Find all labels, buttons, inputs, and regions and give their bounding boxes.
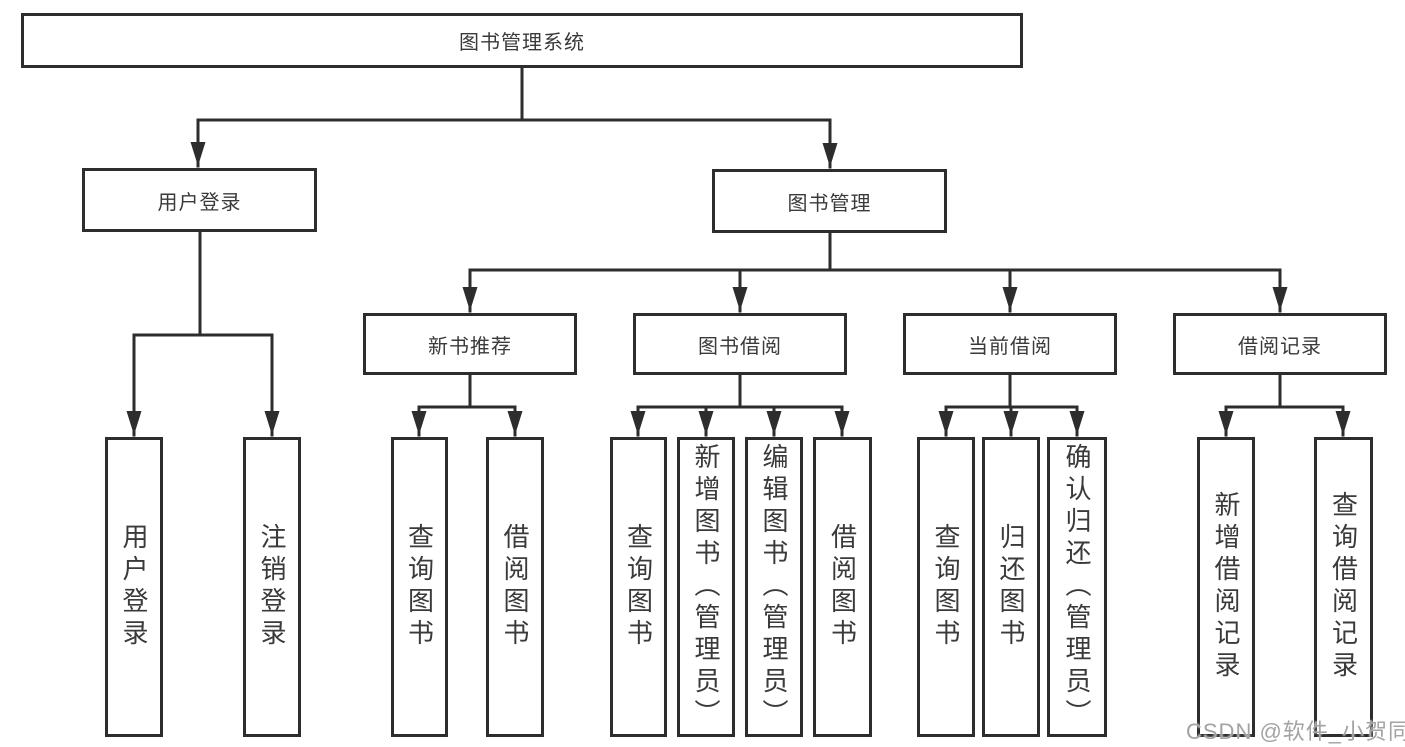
node-edit-books-admin: 编辑图书（管理员） [745,437,803,737]
node-label: 查询图书 [404,523,435,651]
node-label: 新增图书（管理员） [691,443,721,731]
node-query-borrow-record: 查询借阅记录 [1314,437,1373,737]
node-current-query-books: 查询图书 [917,437,975,737]
node-borrow-books-leaf: 借阅图书 [813,437,872,737]
node-borrow-query-books: 查询图书 [610,437,667,737]
node-current-borrow: 当前借阅 [903,313,1117,375]
node-add-books-admin: 新增图书（管理员） [677,437,735,737]
node-library-system: 图书管理系统 [21,13,1023,68]
node-label: 注销登录 [257,523,287,651]
node-label: 查询图书 [931,523,961,651]
node-confirm-return-admin: 确认归还（管理员） [1047,437,1107,737]
node-label: 借阅图书 [827,523,858,651]
node-user-login-leaf: 用户登录 [105,437,163,737]
node-add-borrow-record: 新增借阅记录 [1197,437,1255,737]
node-user-login: 用户登录 [82,168,317,232]
node-label: 确认归还（管理员） [1062,443,1092,731]
node-new-book-recommend: 新书推荐 [363,313,577,375]
node-return-books: 归还图书 [982,437,1040,737]
node-label: 查询图书 [623,523,654,651]
node-label: 借阅图书 [500,523,530,651]
node-label: 新增借阅记录 [1211,491,1241,683]
node-logout-leaf: 注销登录 [243,437,301,737]
node-book-management: 图书管理 [712,169,947,233]
node-borrow-records: 借阅记录 [1173,313,1387,375]
node-label: 归还图书 [996,523,1026,651]
csdn-watermark: CSDN @软件_小贺同学 [1186,719,1405,744]
node-label: 用户登录 [119,523,149,651]
node-label: 查询借阅记录 [1328,491,1359,683]
node-label: 编辑图书（管理员） [759,443,789,731]
node-recommend-borrow-books: 借阅图书 [486,437,544,737]
node-recommend-query-books: 查询图书 [391,437,448,737]
node-book-borrow: 图书借阅 [633,313,847,375]
